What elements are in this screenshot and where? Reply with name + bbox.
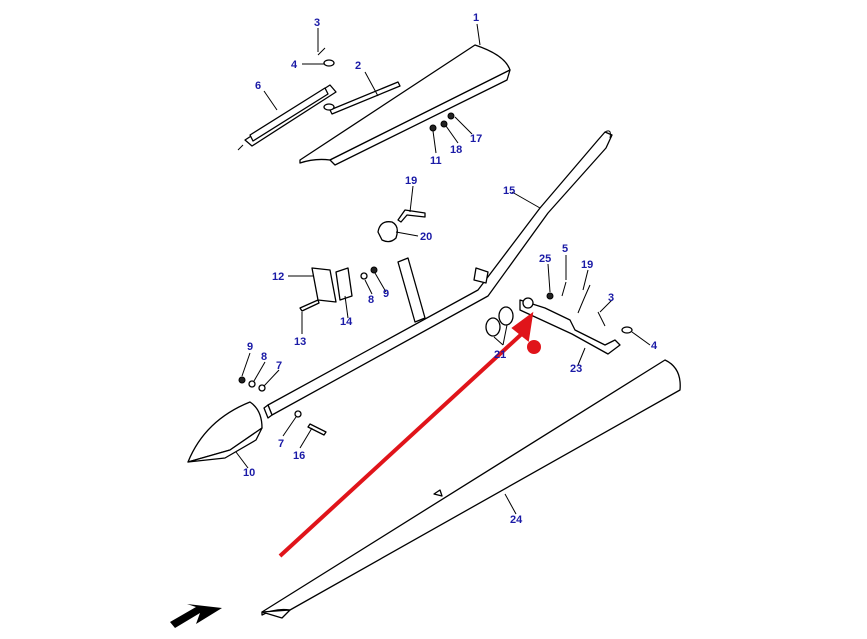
part-4-washer-upper [323, 59, 335, 111]
callout-2: 2 [355, 60, 361, 72]
leader-lines [235, 23, 651, 515]
part-13-bolt [299, 299, 320, 312]
part-21-rollers [485, 306, 514, 337]
part-6-bracket-strip [237, 84, 337, 151]
part-5-bolt-right [561, 281, 567, 297]
part-8-washer-left [248, 380, 256, 388]
callout-23: 23 [570, 363, 582, 375]
part-3-pin-right [597, 311, 606, 327]
part-24-lower-cover [261, 359, 681, 619]
part-19-hook-right [577, 284, 591, 314]
part-18-washer-upper [440, 120, 448, 128]
part-20-knob [377, 221, 426, 323]
part-8-washer-mid [360, 272, 368, 280]
part-17-bolt-upper [447, 112, 455, 120]
part-19-handle-upper [397, 209, 426, 223]
part-12-plate-bracket [311, 267, 337, 303]
callout-14: 14 [340, 316, 353, 328]
callout-10: 10 [243, 467, 255, 479]
callout-7: 7 [278, 438, 284, 450]
callout-21: 21 [494, 349, 506, 361]
callout-3: 3 [608, 292, 614, 304]
part-16-bolt [307, 423, 327, 436]
callout-19: 19 [405, 175, 417, 187]
callout-7: 7 [276, 360, 282, 372]
part-7-washer-left [258, 384, 302, 418]
callout-6: 6 [255, 80, 261, 92]
part-9-nut-mid [370, 266, 378, 274]
part-10-end-cap [187, 401, 263, 463]
callout-4: 4 [651, 340, 658, 352]
callout-4: 4 [291, 59, 298, 71]
callout-24: 24 [510, 514, 523, 526]
callout-3: 3 [314, 17, 320, 29]
part-1-upper-cover [299, 44, 511, 166]
callout-15: 15 [503, 185, 515, 197]
part-14-angle-bracket [335, 267, 353, 301]
callout-19: 19 [581, 259, 593, 271]
part-23-lever [519, 297, 621, 355]
callout-9: 9 [383, 288, 389, 300]
callout-12: 12 [272, 271, 284, 283]
callout-5: 5 [562, 243, 568, 255]
part-4-washer-right [621, 326, 633, 334]
callout-20: 20 [420, 231, 432, 243]
part-25-washer-right [546, 292, 554, 300]
callout-25: 25 [539, 253, 551, 265]
direction-arrow-icon [170, 604, 222, 628]
part-9-nut-left [238, 376, 246, 384]
callout-labels: 1 2 3 4 6 11 17 18 19 20 15 12 8 9 14 13… [243, 12, 658, 526]
callout-8: 8 [261, 351, 267, 363]
callout-18: 18 [450, 144, 462, 156]
callout-16: 16 [293, 450, 305, 462]
callout-9: 9 [247, 341, 253, 353]
callout-11: 11 [430, 155, 442, 167]
part-15-main-frame [263, 130, 613, 419]
part-11-nut-upper [429, 124, 437, 132]
callout-1: 1 [473, 12, 479, 24]
callout-17: 17 [470, 133, 482, 145]
callout-8: 8 [368, 294, 374, 306]
callout-13: 13 [294, 336, 306, 348]
red-highlight-arrow [278, 311, 541, 558]
part-3-pin-upper [317, 47, 326, 56]
